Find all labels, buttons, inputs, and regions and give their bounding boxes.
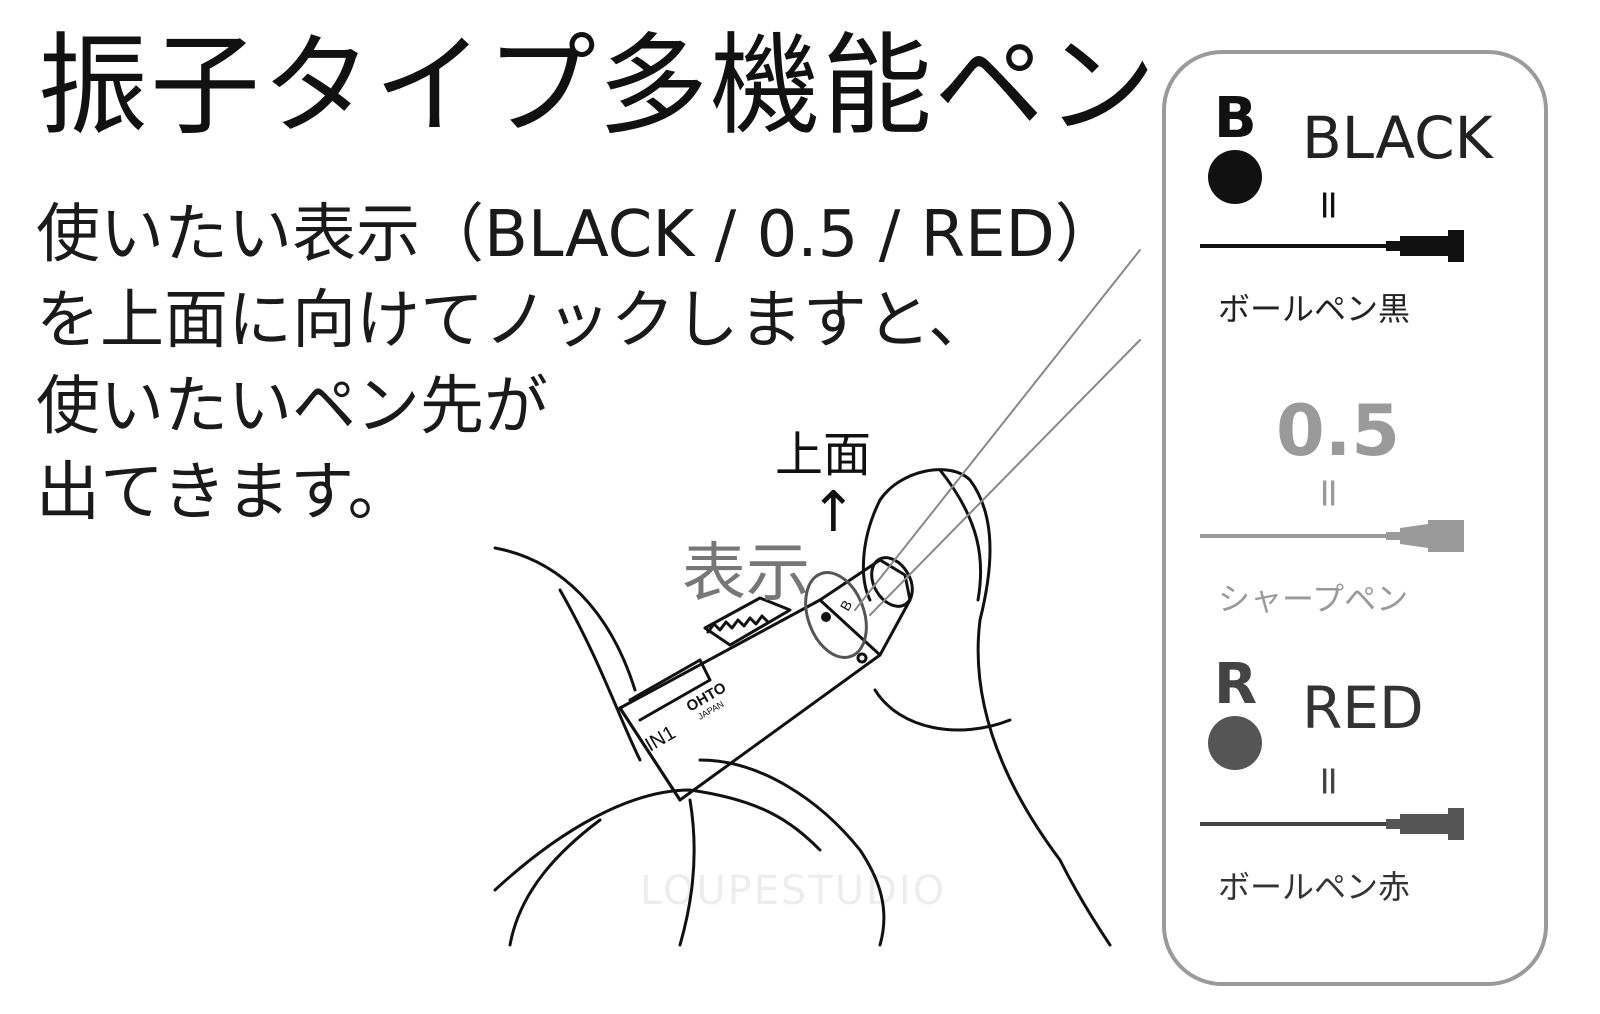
legend-word-black: BLACK — [1302, 104, 1493, 172]
watermark: LOUPESTUDIO — [640, 868, 947, 914]
pen-refill-mechanical-icon — [1200, 520, 1464, 552]
color-legend: B BLACK = ボールペン黒 0.5 = シャープペン R RED = ボー… — [1162, 50, 1548, 986]
hand-outline — [493, 788, 822, 892]
pen-nub — [856, 652, 868, 664]
pen-grip — [703, 596, 792, 647]
legend-equals: = — [1305, 188, 1352, 222]
callout-line — [854, 249, 1141, 611]
description-line: を上面に向けてノックしますと、 — [36, 284, 993, 358]
description-line: 出てきます。 — [36, 456, 412, 530]
pen-teeth — [706, 614, 770, 634]
callout-line — [869, 339, 1141, 616]
hand-outline — [678, 798, 696, 947]
hand-outline — [558, 588, 642, 762]
top-face-label: 上面 — [775, 427, 872, 483]
pen-body — [618, 706, 682, 802]
legend-name-mechanical: シャープペン — [1218, 580, 1409, 618]
legend-letter-b: B — [1214, 86, 1257, 151]
indicator-dot — [821, 612, 831, 622]
hand-outline — [698, 758, 886, 947]
pen-clip — [628, 658, 712, 722]
legend-letter-r: R — [1214, 652, 1258, 717]
display-label: 表示 — [682, 537, 810, 611]
red-dot-icon — [1208, 716, 1262, 770]
legend-equals: = — [1305, 476, 1352, 510]
pen-refill-red-icon — [1200, 808, 1464, 840]
thumb-outline — [878, 468, 1112, 947]
pen-indicator-letter: B — [837, 597, 856, 613]
description: 使いたい表示（BLACK / 0.5 / RED） を上面に向けてノックしますと… — [36, 192, 1119, 536]
thumb-outline — [862, 498, 882, 602]
pen-tip — [870, 556, 914, 608]
description-line: 使いたいペン先が — [36, 370, 548, 444]
legend-equals: = — [1305, 764, 1352, 798]
up-arrow: ↑ — [810, 480, 857, 545]
legend-name-black: ボールペン黒 — [1218, 290, 1411, 328]
thumb-outline — [873, 688, 1012, 732]
legend-word-0-5: 0.5 — [1276, 390, 1401, 472]
black-dot-icon — [1208, 150, 1262, 204]
legend-name-red: ボールペン赤 — [1218, 868, 1411, 906]
pen-nose — [818, 558, 912, 657]
pen-refill-black-icon — [1200, 230, 1464, 262]
hand-outline — [508, 818, 602, 947]
page-title: 振子タイプ多機能ペン — [38, 22, 1158, 150]
hand-outline — [493, 546, 637, 692]
legend-word-red: RED — [1302, 674, 1424, 742]
description-line: 使いたい表示（BLACK / 0.5 / RED） — [36, 198, 1119, 272]
display-highlight — [804, 571, 868, 659]
